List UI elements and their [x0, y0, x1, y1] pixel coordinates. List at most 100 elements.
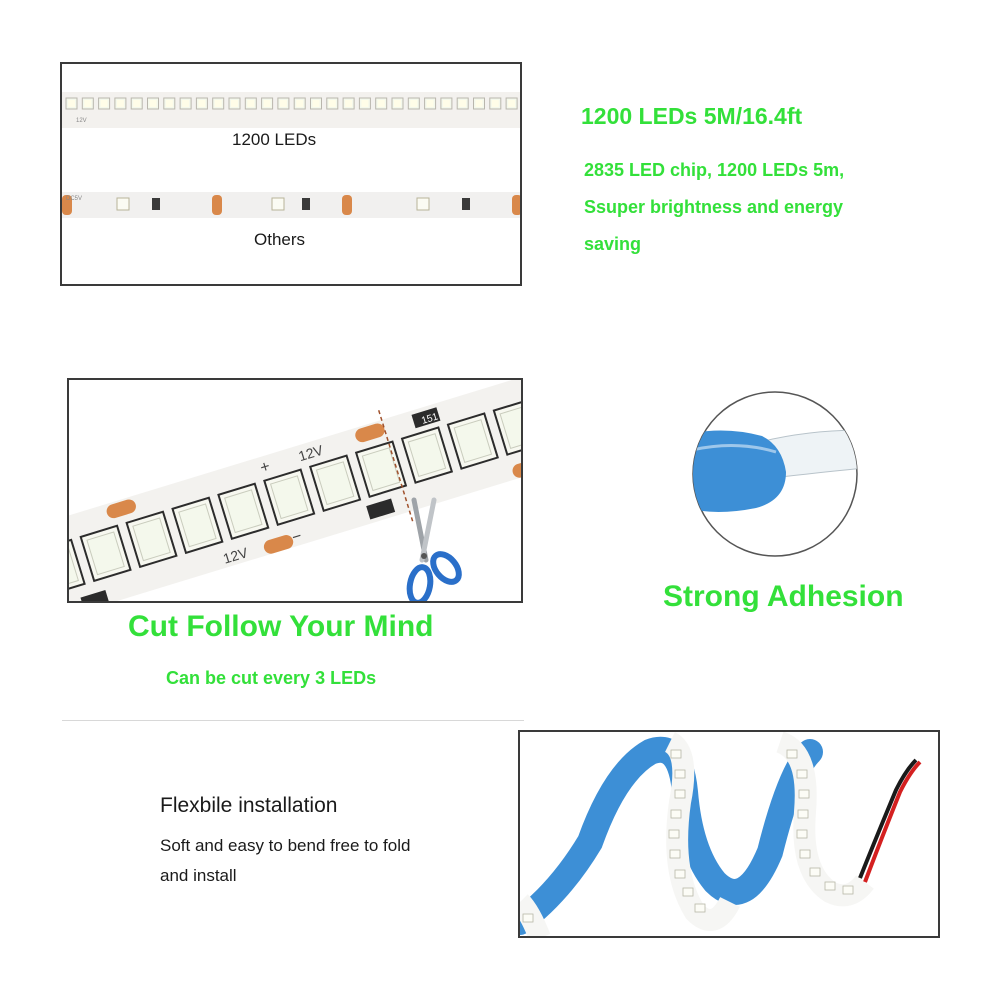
closeup-led-core	[269, 475, 309, 520]
closeup-resistor-label: 151	[420, 411, 440, 427]
install-heading: Flexbile installation	[160, 794, 338, 817]
dense-strip-label: 1200 LEDs	[232, 130, 317, 149]
flex-led	[668, 829, 680, 839]
dense-led-core	[182, 100, 190, 107]
dense-strip-12v-label: 12V	[76, 118, 87, 124]
closeup-led-core	[69, 545, 79, 590]
dense-led-core	[116, 100, 124, 107]
dense-led-core	[377, 100, 385, 107]
flex-led	[674, 869, 686, 879]
adhesive-tape-icon	[692, 391, 858, 557]
cut-strip-svg: 12V + − 12V 151	[69, 380, 521, 601]
closeup-led-core	[361, 447, 401, 492]
flex-strip-leds	[522, 749, 854, 923]
dense-strip-leds	[65, 97, 518, 110]
dense-led-core	[133, 100, 141, 107]
closeup-resistor	[366, 498, 396, 520]
flex-led	[669, 849, 681, 859]
dense-led-core	[68, 100, 75, 107]
flex-led	[799, 849, 811, 859]
flex-led	[694, 903, 706, 913]
flex-led	[797, 809, 809, 819]
closeup-pad	[512, 459, 521, 478]
dense-led-core	[149, 100, 157, 107]
closeup-pad	[263, 535, 294, 554]
closeup-led-core	[499, 405, 521, 449]
closeup-led-core	[315, 461, 355, 506]
dense-led-core	[459, 100, 467, 107]
sparse-strip	[62, 192, 520, 218]
dense-led-core	[263, 100, 271, 107]
dense-led-core	[491, 100, 499, 107]
sparse-resistor	[302, 198, 310, 210]
closeup-led-core	[453, 419, 493, 464]
strip-comparison-frame: 12V DC5V 1200 LEDs Others	[60, 62, 522, 286]
closeup-led-core	[178, 503, 217, 548]
closeup-pad	[355, 423, 385, 443]
flex-led	[809, 867, 821, 877]
closeup-12v-label-top: 12V	[296, 442, 325, 465]
flex-led	[796, 829, 808, 839]
closeup-resistor	[80, 590, 110, 601]
closeup-12v-label-bottom: 12V	[221, 544, 250, 567]
dense-led-core	[214, 100, 222, 107]
dense-led-core	[279, 100, 287, 107]
section1-desc-line-2: Ssuper brightness and energy	[584, 197, 844, 217]
dense-led-core	[312, 100, 320, 107]
closeup-strip-leds	[69, 398, 521, 601]
flex-led	[786, 749, 798, 759]
flex-led	[796, 769, 808, 779]
dense-led-core	[442, 100, 450, 107]
dense-led-core	[394, 100, 401, 107]
flexible-strip-frame	[518, 730, 940, 938]
dense-led-core	[247, 100, 255, 107]
cut-subheading: Can be cut every 3 LEDs	[166, 668, 377, 688]
cut-line	[377, 410, 414, 522]
sparse-pad	[342, 195, 352, 215]
closeup-pad	[106, 499, 136, 519]
sparse-pad	[212, 195, 222, 215]
cut-strip-frame: 12V + − 12V 151	[67, 378, 523, 603]
dense-led-core	[165, 100, 173, 107]
sparse-strip-parts	[62, 195, 520, 215]
scissors-icon	[406, 497, 462, 601]
dense-led-core	[100, 100, 108, 107]
flex-led	[798, 789, 810, 799]
section-divider	[62, 720, 524, 721]
dense-led-core	[345, 100, 353, 107]
adhesion-heading: Strong Adhesion	[663, 580, 904, 613]
flex-led	[674, 769, 686, 779]
flex-led	[842, 885, 854, 895]
flex-led	[824, 881, 836, 891]
sparse-pad	[62, 195, 72, 215]
sparse-pad	[512, 195, 520, 215]
flex-led	[682, 887, 694, 897]
flex-led	[522, 913, 534, 923]
dense-strip	[62, 92, 520, 128]
closeup-led-core	[86, 531, 125, 576]
section1-desc-line-3: saving	[584, 234, 642, 254]
closeup-resistor	[411, 407, 441, 429]
dense-led-core	[328, 100, 336, 107]
install-desc-line-2: and install	[160, 866, 237, 885]
sparse-strip-label: Others	[254, 230, 306, 249]
closeup-led-core	[132, 517, 171, 562]
dense-led-core	[508, 100, 516, 107]
dense-led-core	[231, 100, 238, 107]
dense-led-core	[426, 100, 434, 107]
flex-led	[670, 749, 682, 759]
flex-led	[674, 789, 686, 799]
sparse-led	[116, 197, 130, 211]
sparse-resistor	[152, 198, 160, 210]
flexible-strip-svg	[520, 732, 922, 936]
dense-led-core	[198, 100, 206, 107]
section1-heading: 1200 LEDs 5M/16.4ft	[581, 103, 803, 129]
dense-led-core	[84, 100, 92, 107]
flex-led	[670, 809, 682, 819]
dense-led-core	[475, 100, 483, 107]
sparse-strip-dc5v-label: DC5V	[66, 196, 82, 202]
cut-heading: Cut Follow Your Mind	[128, 610, 434, 643]
closeup-led-core	[407, 433, 447, 478]
sparse-led	[416, 197, 430, 211]
dense-led-core	[361, 100, 369, 107]
